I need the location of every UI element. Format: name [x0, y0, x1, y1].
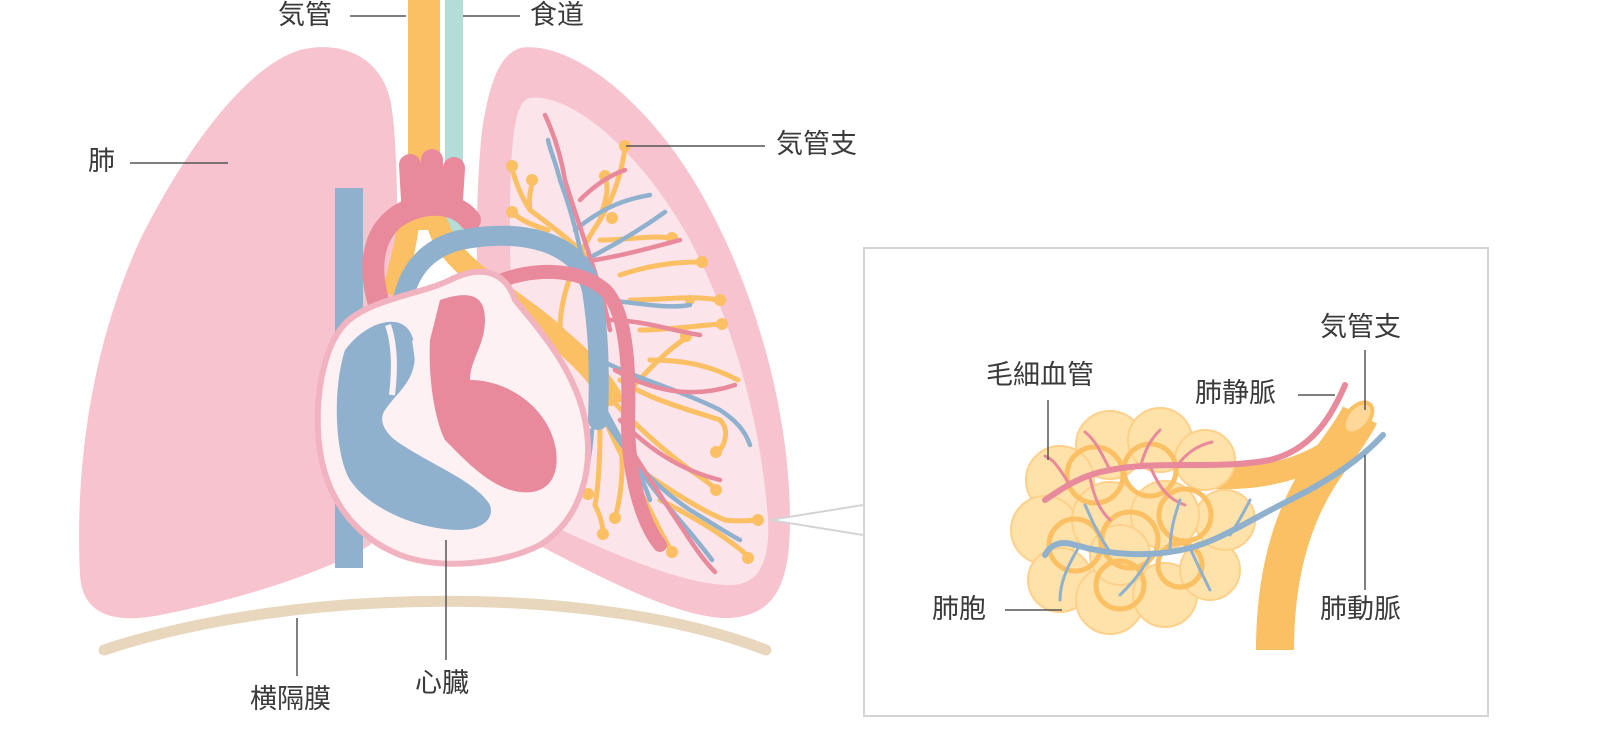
- inset-callout: [769, 504, 864, 536]
- heart-right-chambers: [336, 321, 491, 530]
- lung-right: [79, 47, 398, 619]
- pulmonary-vein-trunk: [463, 264, 667, 552]
- inset-label-bronchus: 気管支: [1320, 312, 1401, 343]
- label-trachea: 気管: [278, 0, 332, 31]
- inset-label-alveolus: 肺胞: [932, 594, 986, 625]
- inset-bronchus-end: [1341, 400, 1375, 436]
- heart-septum: [385, 324, 424, 431]
- pulmonary-trunk: [390, 225, 609, 430]
- label-bronchus: 気管支: [776, 129, 857, 160]
- label-esophagus: 食道: [530, 0, 584, 31]
- inset-pulmonary-vein: [1042, 382, 1348, 503]
- inset-capillaries-red: [1043, 428, 1214, 522]
- aorta: [362, 149, 481, 331]
- inset-label-pulmonary-vein: 肺静脈: [1195, 378, 1276, 409]
- inset-label-capillary: 毛細血管: [986, 360, 1094, 391]
- label-diaphragm: 横隔膜: [250, 684, 331, 715]
- inset-capillaries-blue: [1058, 498, 1252, 602]
- label-lung: 肺: [88, 146, 115, 177]
- inset-label-pulmonary-artery: 肺動脈: [1320, 594, 1401, 625]
- heart-left-chambers: [429, 295, 557, 493]
- label-heart: 心臓: [415, 668, 469, 699]
- inset-pulmonary-artery: [1042, 432, 1386, 558]
- leader-lines: [130, 15, 1366, 676]
- bronchiole-ends: [506, 140, 764, 564]
- diaphragm: [98, 595, 772, 656]
